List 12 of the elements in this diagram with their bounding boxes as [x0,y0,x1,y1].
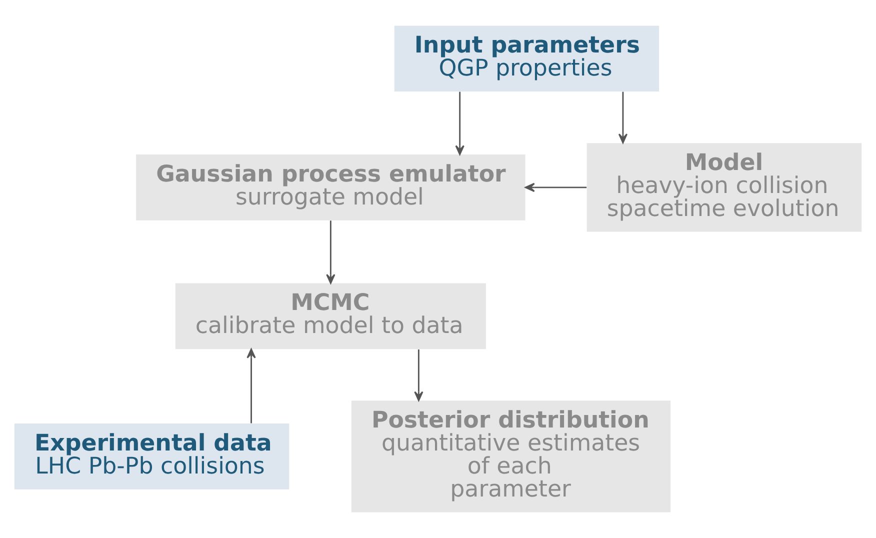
node-box: Posterior distribution quantitative estimates of each parameter [351,400,671,512]
arrow [524,182,587,192]
node-box: Input parameters QGP properties [394,26,660,92]
node-box: Gaussian process emulator surrogate model [136,154,526,220]
arrow [326,220,336,284]
arrow [246,348,256,424]
arrow [414,349,424,402]
arrow [618,92,628,144]
node-box: Model heavy-ion collision spacetime evolution [586,143,862,232]
node-box: Experimental data LHC Pb-Pb collisions [14,424,290,490]
node-box: MCMC calibrate model to data [175,283,486,350]
arrow [455,92,464,156]
